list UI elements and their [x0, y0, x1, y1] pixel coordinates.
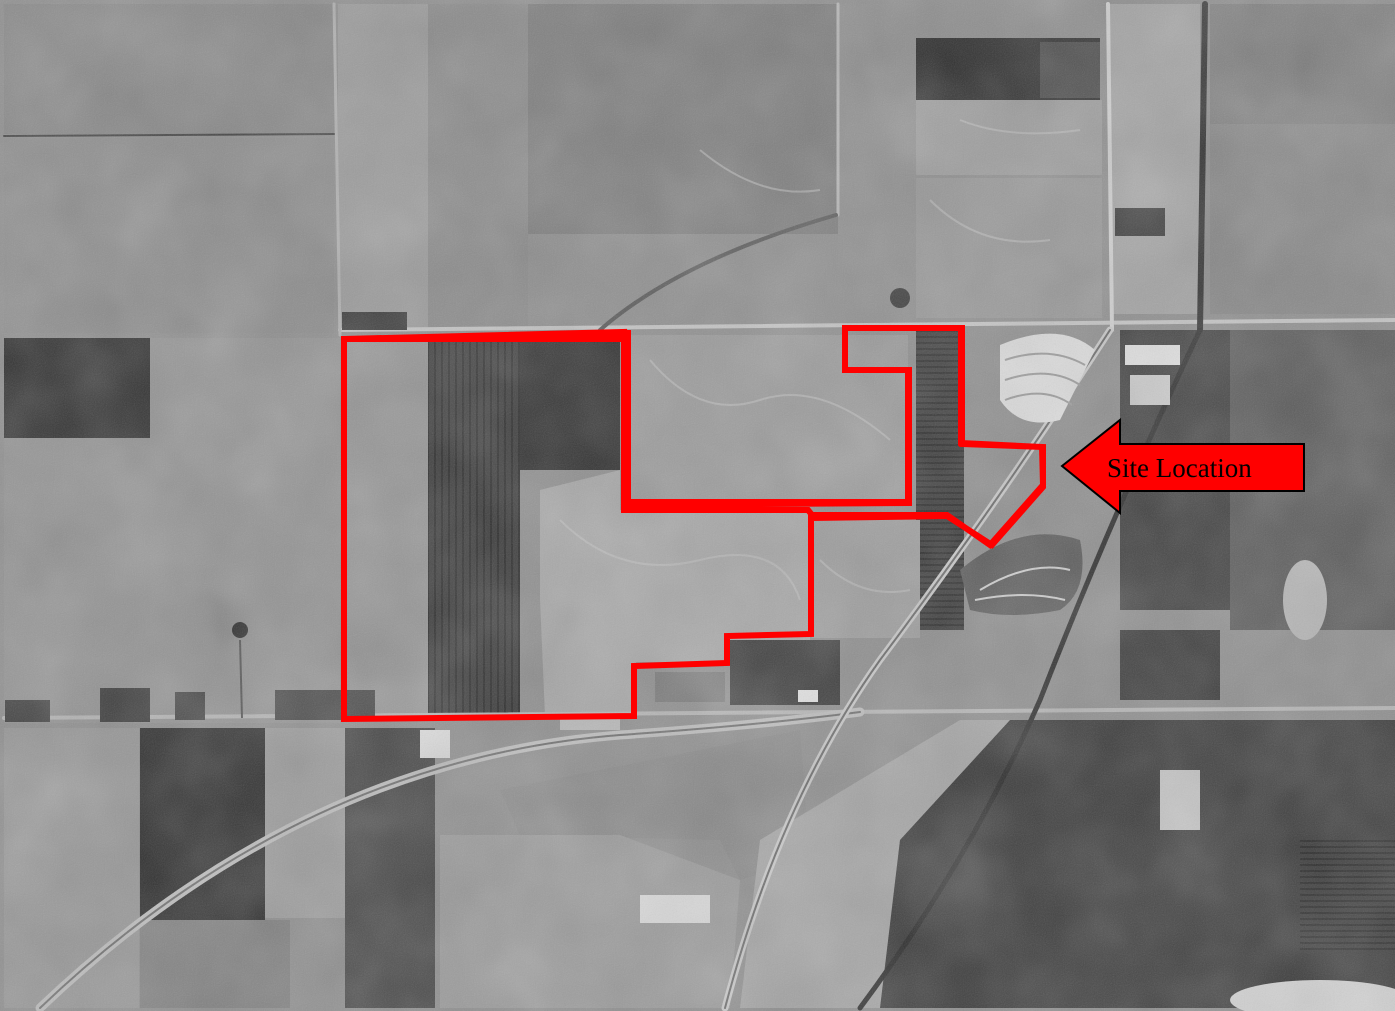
- site-location-arrow: [1060, 417, 1305, 516]
- site-boundary: [341, 325, 1047, 723]
- site-location-callout: Site Location: [1060, 417, 1305, 516]
- site-location-label: Site Location: [1107, 453, 1252, 483]
